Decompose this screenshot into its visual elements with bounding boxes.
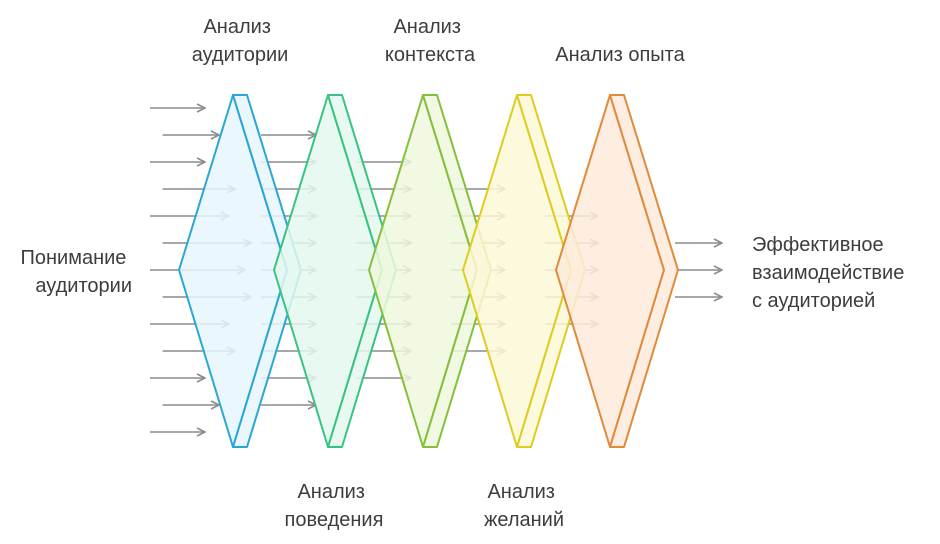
output-label: Эффективное взаимодействие с аудиторией: [752, 234, 910, 312]
stage-label-audience: Анализ аудитории: [192, 16, 289, 66]
stage-label-context: Анализ контекста: [385, 16, 476, 66]
stage-context-front: [368, 94, 478, 448]
stage-experience-front: [555, 94, 665, 448]
stage-label-experience: Анализ опыта: [555, 44, 685, 66]
input-label: Понимание аудитории: [21, 247, 133, 297]
stage-shapes: [178, 94, 679, 448]
stage-behavior-front: [273, 94, 383, 448]
stage-experience: [555, 94, 679, 448]
stage-audience-front: [178, 94, 288, 448]
stage-label-desires: Анализ желаний: [484, 481, 564, 531]
stage-experience-side: [609, 94, 679, 448]
stage-label-behavior: Анализ поведения: [285, 481, 384, 531]
stage-desires-front: [462, 94, 572, 448]
